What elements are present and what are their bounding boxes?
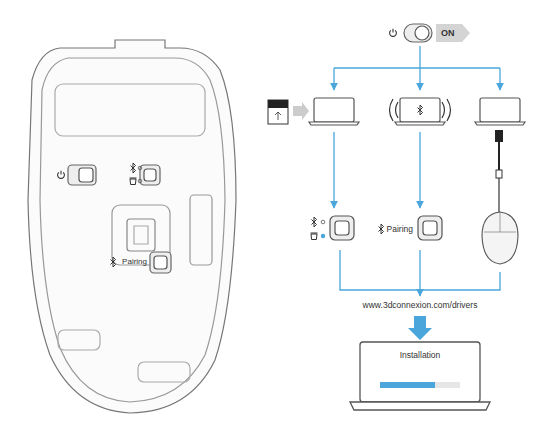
installation-screen: Installation [366,348,474,378]
pairing-label: Pairing [122,257,147,266]
node-text: ON [441,28,470,38]
driver-url: www.3dconnexion.com/drivers [363,300,478,310]
tag-outline [436,24,470,42]
pairing-label: Pairing [387,224,413,234]
on-tag: ON [436,24,470,42]
node-text: Installation [366,350,474,360]
mouse-underside [28,40,236,413]
